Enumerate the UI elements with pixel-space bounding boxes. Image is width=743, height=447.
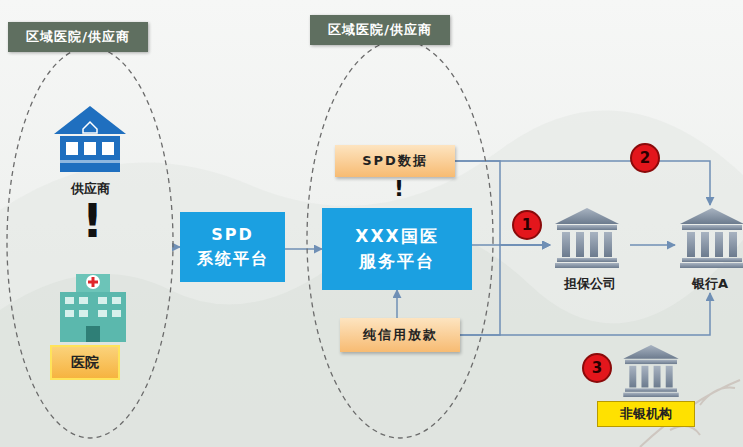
box-text: 纯信用放款 (363, 325, 438, 345)
box-text: XXX国医 服务平台 (347, 224, 447, 275)
icon-caption: 供应商 (45, 180, 135, 198)
region-ellipse: 区域医院/供应商SPD数据XXX国医 服务平台纯信用放款 (305, 38, 495, 440)
supplier-icon (54, 106, 126, 172)
dashed-ellipse (307, 40, 493, 438)
bank-icon (623, 345, 678, 397)
icon-space (597, 343, 695, 401)
icon-space (675, 205, 743, 275)
process-box: SPD 系统平台 (180, 212, 285, 282)
icon-node: 担保公司 (550, 205, 630, 293)
icon-space (550, 205, 630, 275)
icon-node: 非银机构 (597, 343, 695, 427)
bank-icon (555, 208, 619, 268)
process-box: XXX国医 服务平台 (322, 208, 472, 290)
icon-space (45, 270, 125, 345)
callout-number: 1 (512, 210, 542, 240)
icon-caption: 担保公司 (550, 275, 630, 293)
exclamation-mark: ! (82, 198, 103, 244)
mountain (0, 110, 743, 447)
bank-icon (680, 208, 743, 268)
box-text: SPD数据 (362, 151, 428, 171)
dashed-ellipse (7, 47, 173, 438)
connector-arrow (396, 290, 398, 318)
icon-caption: 银行A (675, 275, 743, 293)
icon-space (45, 105, 135, 180)
callout-number: 3 (582, 353, 612, 383)
connector-arrow (472, 244, 550, 246)
connector-arrow (285, 248, 322, 250)
icon-node: 医院 (45, 270, 125, 380)
callout-number: 2 (630, 143, 660, 173)
connector-arrow (460, 245, 550, 335)
icon-node: 银行A (675, 205, 743, 293)
tag-box: 医院 (50, 345, 120, 380)
icon-node: 供应商 (45, 105, 135, 198)
connector-arrow (455, 161, 710, 205)
region-tab: 区域医院/供应商 (8, 22, 148, 52)
process-box: 纯信用放款 (340, 318, 460, 352)
connector-arrow (630, 244, 675, 246)
connector-arrow (460, 293, 710, 335)
process-box: SPD数据 (335, 145, 455, 177)
hospital-icon (60, 274, 126, 342)
tag-text: 非银机构 (620, 405, 672, 423)
exclamation-mark: ! (394, 178, 404, 200)
tag-text: 医院 (71, 354, 99, 372)
region-tab: 区域医院/供应商 (310, 15, 450, 45)
tag-box: 非银机构 (597, 401, 695, 427)
box-text: SPD 系统平台 (193, 223, 273, 271)
